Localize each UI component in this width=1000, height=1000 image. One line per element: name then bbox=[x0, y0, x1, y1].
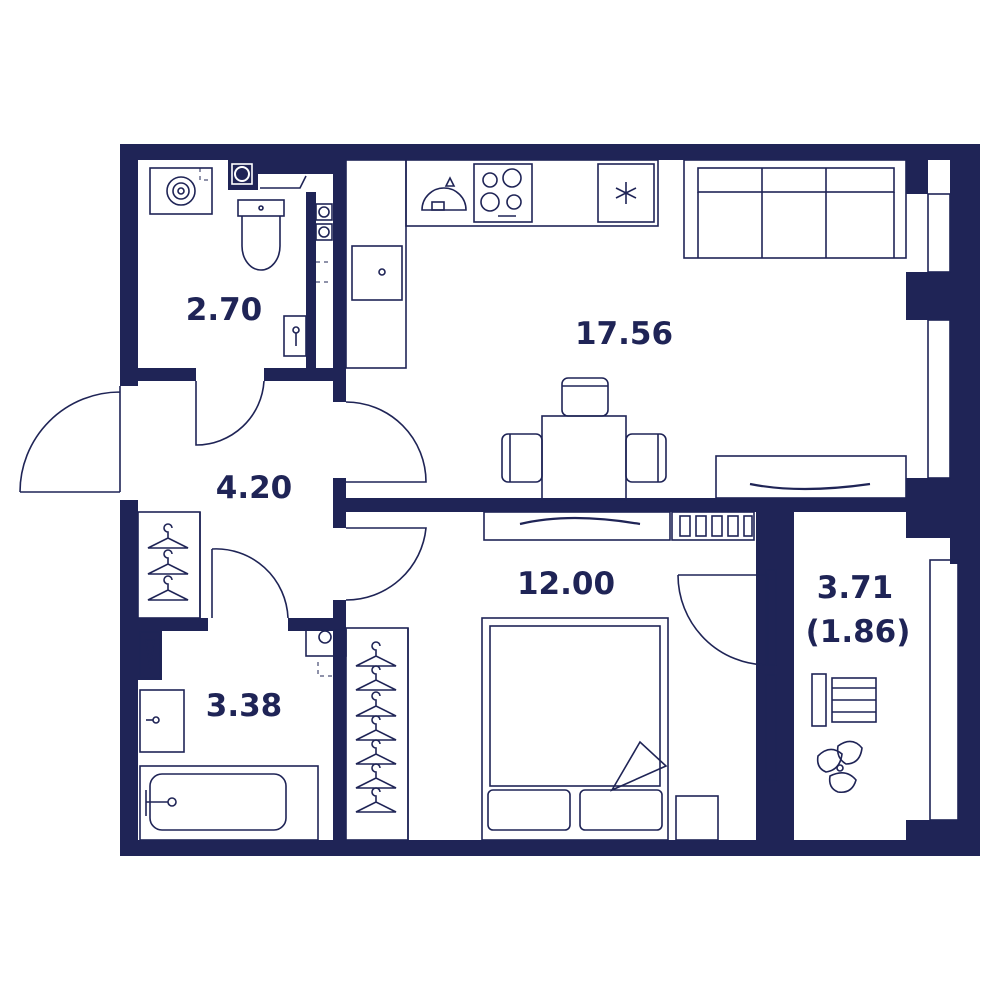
bed-icon bbox=[481, 617, 669, 841]
area-label-loggia: 3.71 bbox=[817, 570, 894, 606]
tv-stand bbox=[715, 455, 907, 499]
radiator-icon bbox=[811, 673, 877, 727]
nightstand bbox=[675, 795, 719, 841]
doors bbox=[19, 380, 769, 666]
hanger-icon bbox=[147, 523, 189, 601]
wardrobe-hallway bbox=[137, 511, 201, 619]
area-label-loggia-reduced: (1.86) bbox=[806, 614, 911, 650]
hanger-icon bbox=[355, 641, 397, 813]
washing-machine-icon bbox=[149, 167, 213, 215]
wardrobe-bedroom bbox=[345, 627, 409, 841]
kitchen-counter bbox=[345, 159, 659, 369]
plant-icon bbox=[816, 740, 863, 794]
fridge-icon bbox=[597, 163, 655, 223]
sofa-icon bbox=[683, 159, 907, 259]
toilet-icon bbox=[237, 199, 285, 271]
bathtub-icon bbox=[139, 765, 319, 841]
area-label-bathroom: 3.38 bbox=[206, 688, 283, 724]
area-label-bathroom-wc: 2.70 bbox=[186, 292, 263, 328]
dresser bbox=[483, 511, 755, 541]
sink-icon bbox=[139, 689, 185, 753]
shaft-icons bbox=[231, 163, 333, 283]
windows bbox=[765, 193, 963, 821]
area-label-bedroom: 12.00 bbox=[517, 566, 615, 602]
area-label-hallway: 4.20 bbox=[216, 470, 293, 506]
sink-icon bbox=[351, 245, 403, 301]
area-label-kitchen-living: 17.56 bbox=[575, 316, 673, 352]
stove-icon bbox=[473, 163, 533, 223]
hood-icon bbox=[421, 176, 467, 211]
sink-icon bbox=[283, 315, 307, 357]
dining-table-icon bbox=[501, 377, 667, 501]
bathroom-fixtures bbox=[139, 629, 347, 679]
walls bbox=[120, 144, 980, 856]
